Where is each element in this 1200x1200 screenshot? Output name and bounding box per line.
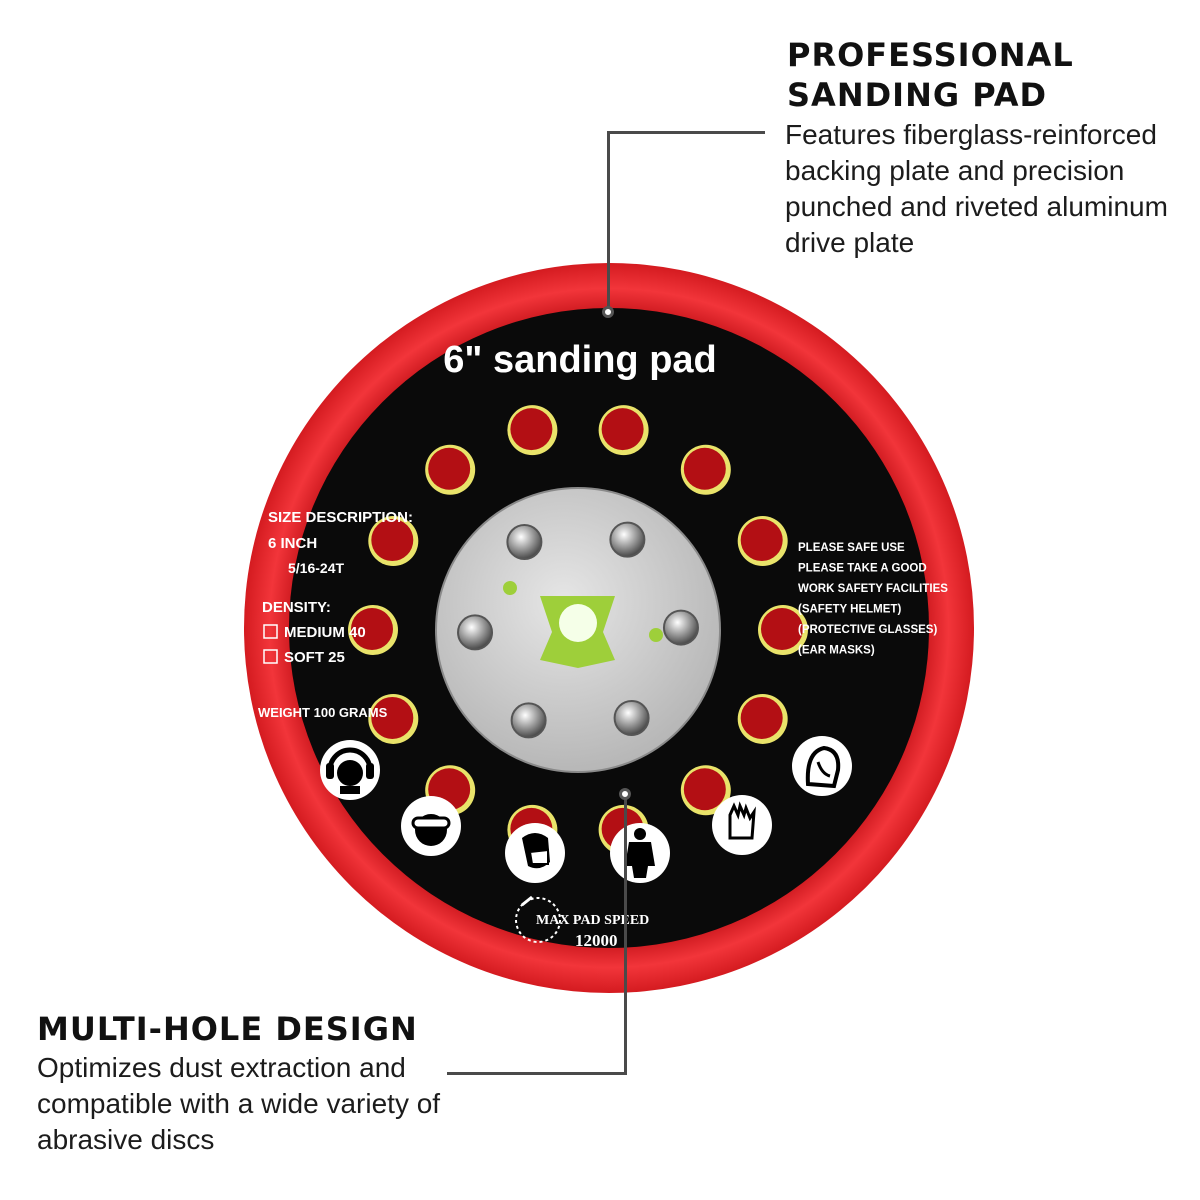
top-leader-horizontal — [607, 131, 765, 134]
safety-text-line: (PROTECTIVE GLASSES) — [798, 624, 937, 636]
dust-hole — [510, 408, 553, 451]
goggles-icon — [401, 796, 461, 856]
rivets — [457, 521, 699, 739]
dust-hole — [428, 447, 471, 490]
bottom-leader-horizontal — [447, 1072, 627, 1075]
dust-hole — [351, 608, 393, 650]
top-leader-vertical — [607, 131, 610, 309]
plate-vent-right — [649, 628, 663, 642]
dust-hole — [740, 696, 783, 739]
dust-hole — [683, 768, 726, 811]
max-speed-value: 12000 — [575, 931, 618, 950]
top-callout-title-line1: PROFESSIONAL — [787, 36, 1074, 74]
head-protection-icon — [792, 736, 852, 796]
top-callout-title-line2: SANDING PAD — [787, 76, 1048, 114]
plate-vent-left — [503, 581, 517, 595]
dust-hole — [371, 696, 414, 739]
dust-hole — [740, 519, 783, 562]
bottom-leader-vertical — [624, 795, 627, 1075]
thread-spec: 5/16-24T — [288, 560, 344, 576]
top-leader-dot — [602, 306, 614, 318]
safety-text-line: (SAFETY HELMET) — [798, 604, 901, 616]
dust-mask-icon — [505, 823, 565, 883]
safety-text-line: WORK SAFETY FACILITIES — [798, 583, 948, 595]
size-label: SIZE DESCRIPTION: — [268, 509, 413, 526]
max-speed-label: MAX PAD SPEED — [536, 913, 649, 928]
spindle-center — [559, 604, 597, 642]
safety-text-line: PLEASE SAFE USE — [798, 542, 905, 554]
safety-text-line: (EAR MASKS) — [798, 645, 875, 657]
rivet — [506, 524, 543, 561]
gloves-icon — [712, 795, 772, 855]
size-value: 6 INCH — [268, 535, 317, 552]
ear-protection-icon — [320, 740, 380, 800]
protective-suit-icon — [610, 823, 670, 883]
top-callout-description: Features fiberglass-reinforced backing p… — [785, 119, 1168, 258]
top-callout-title: PROFESSIONAL SANDING PAD — [787, 35, 1187, 115]
density-checkbox-soft — [263, 649, 278, 664]
safety-text-line: PLEASE TAKE A GOOD — [798, 563, 927, 575]
dust-hole — [761, 608, 803, 650]
density-label: DENSITY: — [262, 599, 331, 616]
rivet — [609, 521, 646, 558]
density-option-soft: SOFT 25 — [284, 649, 345, 666]
bottom-callout-description: Optimizes dust extraction and compatible… — [37, 1052, 441, 1155]
dust-hole — [683, 447, 726, 490]
rivet — [457, 614, 494, 651]
bottom-callout-title: MULTI-HOLE DESIGN — [37, 1010, 418, 1048]
pad-heading: 6" sanding pad — [443, 339, 717, 381]
dust-holes — [348, 405, 808, 855]
density-checkbox-medium — [263, 624, 278, 639]
speed-fan-icon — [515, 895, 561, 943]
bottom-leader-dot — [619, 788, 631, 800]
dust-hole — [371, 519, 414, 562]
rivet — [510, 702, 547, 739]
rivet — [613, 699, 650, 736]
density-option-medium: MEDIUM 40 — [284, 624, 366, 641]
rivet — [662, 609, 699, 646]
weight-spec: WEIGHT 100 GRAMS — [258, 705, 388, 720]
safety-text: PLEASE SAFE USE PLEASE TAKE A GOOD WORK SA… — [798, 542, 948, 657]
dust-hole — [601, 408, 644, 451]
